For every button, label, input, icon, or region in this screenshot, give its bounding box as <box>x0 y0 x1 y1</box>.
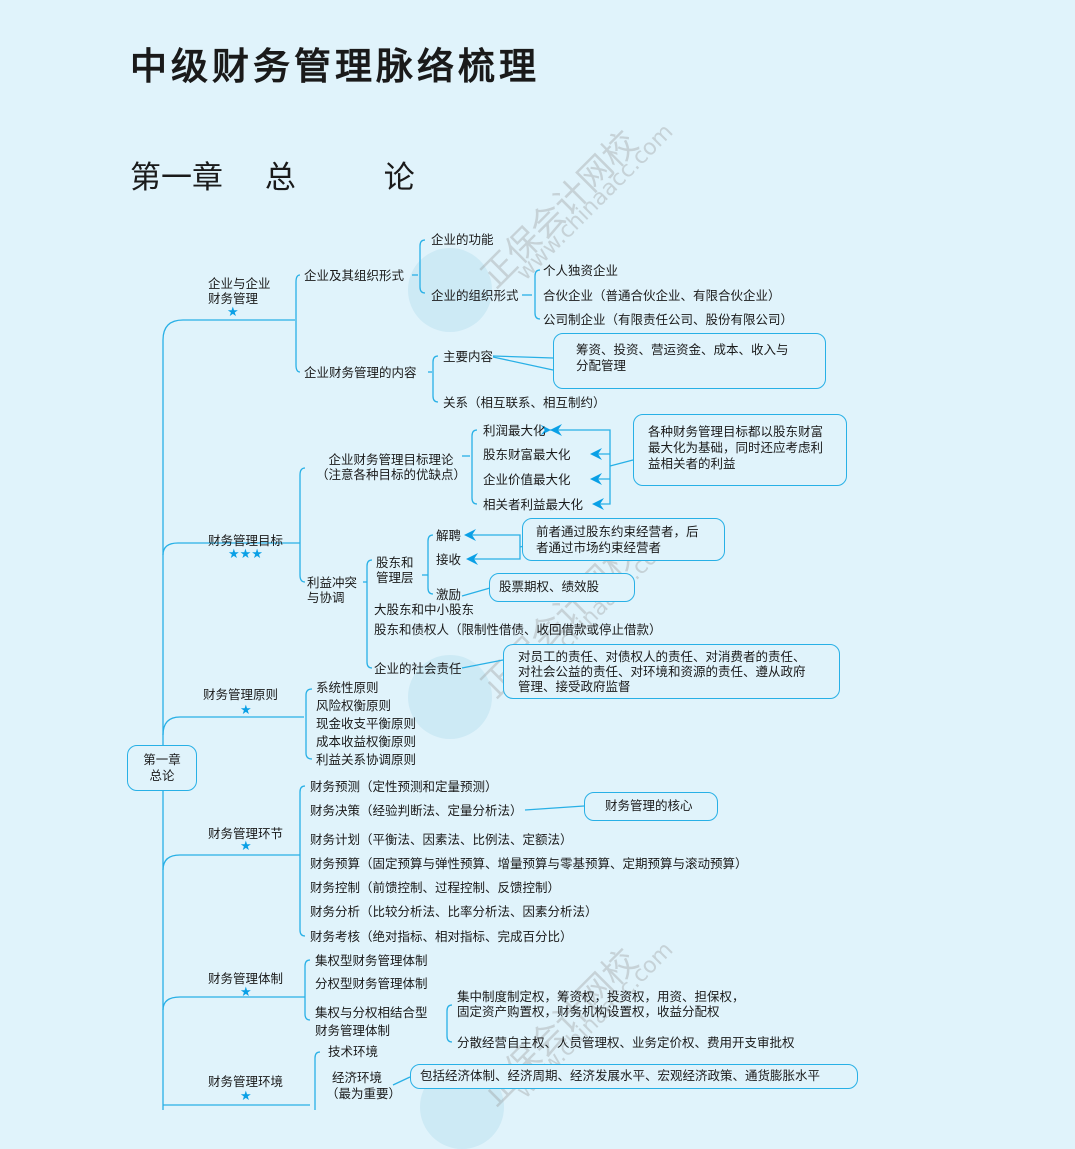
node-mixed-label-2: 财务管理体制 <box>315 1023 391 1038</box>
node-mixed-system[interactable]: 集权与分权相结合型 财务管理体制 <box>315 1004 428 1040</box>
branch-principles[interactable]: 财务管理原则 <box>203 687 279 702</box>
chapter-name-part1: 总 <box>264 160 296 196</box>
list-item[interactable]: 合伙企业（普通合伙企业、有限合伙企业） <box>543 288 781 303</box>
list-item[interactable]: 解聘 <box>436 528 462 543</box>
note-line: 对员工的责任、对债权人的责任、对消费者的责任、 <box>518 649 806 664</box>
note-line: 者通过市场约束经营者 <box>536 540 662 555</box>
list-item[interactable]: 财务预测（定性预测和定量预测） <box>310 779 498 794</box>
node-enterprise-function[interactable]: 企业的功能 <box>431 232 494 247</box>
star-rating: ★★★ <box>228 547 263 562</box>
note-line: 分配管理 <box>576 358 627 373</box>
node-conflict-label-1: 利益冲突 <box>307 575 358 590</box>
list-item[interactable]: 集权型财务管理体制 <box>315 953 428 968</box>
node-goal-theory[interactable]: 企业财务管理目标理论 （注意各种目标的优缺点） <box>316 452 466 482</box>
note-line: 各种财务管理目标都以股东财富 <box>648 424 824 439</box>
star-rating: ★ <box>240 703 252 718</box>
note-economic-env: 包括经济体制、经济周期、经济发展水平、宏观经济政策、通货膨胀水平 <box>410 1064 858 1089</box>
star-rating: ★ <box>227 305 239 320</box>
connector-lines <box>162 239 634 1110</box>
branch-goals[interactable]: 财务管理目标 <box>208 533 284 548</box>
note-line: 最大化为基础，同时还应考虑利 <box>648 440 824 455</box>
note-line: 包括经济体制、经济周期、经济发展水平、宏观经济政策、通货膨胀水平 <box>420 1068 821 1083</box>
branch-environment[interactable]: 财务管理环境 <box>208 1074 284 1089</box>
list-item[interactable]: 现金收支平衡原则 <box>316 716 417 731</box>
list-item[interactable]: 财务分析（比较分析法、比率分析法、因素分析法） <box>310 904 598 919</box>
note-goal-theory: 各种财务管理目标都以股东财富 最大化为基础，同时还应考虑利 益相关者的利益 <box>633 414 847 486</box>
branch-steps[interactable]: 财务管理环节 <box>208 826 284 841</box>
note-line: 股票期权、绩效股 <box>499 579 600 594</box>
node-central-line-2: 固定资产购置权，财务机构设置权，收益分配权 <box>457 1004 720 1019</box>
list-item[interactable]: 财务控制（前馈控制、过程控制、反馈控制） <box>310 880 561 895</box>
star-rating: ★ <box>240 985 252 1000</box>
node-org-type[interactable]: 企业的组织形式 <box>431 288 519 303</box>
node-fm-content[interactable]: 企业财务管理的内容 <box>304 365 417 380</box>
list-item[interactable]: 接收 <box>436 552 462 567</box>
list-item[interactable]: 财务考核（绝对指标、相对指标、完成百分比） <box>310 929 573 944</box>
node-mixed-label-1: 集权与分权相结合型 <box>315 1005 428 1020</box>
list-item[interactable]: 激励 <box>436 587 462 602</box>
root-label-line2: 总论 <box>149 768 175 783</box>
note-main-content: 筹资、投资、营运资金、成本、收入与 分配管理 <box>553 333 826 389</box>
list-item[interactable]: 财务预算（固定预算与弹性预算、增量预算与零基预算、定期预算与滚动预算） <box>310 856 748 871</box>
list-item[interactable]: 利润最大化 <box>483 423 546 438</box>
list-item[interactable]: 个人独资企业 <box>543 263 619 278</box>
arrow-heads <box>464 424 604 565</box>
list-item[interactable]: 公司制企业（有限责任公司、股份有限公司） <box>543 312 794 327</box>
star-rating: ★ <box>240 1089 252 1104</box>
node-conflict-label-2: 与协调 <box>307 590 345 605</box>
node-conflict[interactable]: 利益冲突 与协调 <box>307 575 357 605</box>
node-goal-theory-label-1: 企业财务管理目标理论 <box>328 452 454 467</box>
node-shareholder-label-1: 股东和 <box>376 555 414 570</box>
note-line: 财务管理的核心 <box>605 798 693 813</box>
note-line: 筹资、投资、营运资金、成本、收入与 <box>576 342 789 357</box>
chapter-title: 第一章 总 论 <box>130 152 415 197</box>
branch-enterprise[interactable]: 企业与企业 财务管理 <box>208 276 271 306</box>
note-line: 管理、接受政府监督 <box>518 679 631 694</box>
page-title: 中级财务管理脉络梳理 <box>130 45 540 88</box>
list-item[interactable]: 相关者利益最大化 <box>483 497 584 512</box>
node-shareholder-label-2: 管理层 <box>376 570 414 585</box>
root-node[interactable]: 第一章 总论 <box>127 745 197 791</box>
node-main-content[interactable]: 主要内容 <box>443 349 494 364</box>
node-creditors[interactable]: 股东和债权人（限制性借债、收回借款或停止借款） <box>374 622 662 637</box>
list-item[interactable]: 分权型财务管理体制 <box>315 976 428 991</box>
chapter-number: 第一章 <box>130 160 223 196</box>
node-economic-label-1: 经济环境 <box>332 1070 383 1085</box>
node-tech-env[interactable]: 技术环境 <box>328 1044 379 1059</box>
note-decision-core: 财务管理的核心 <box>584 792 718 821</box>
note-social-responsibility: 对员工的责任、对债权人的责任、对消费者的责任、 对社会公益的责任、对环境和资源的… <box>503 644 840 699</box>
star-rating: ★ <box>240 839 252 854</box>
node-major-minor[interactable]: 大股东和中小股东 <box>374 602 475 617</box>
node-shareholder-mgmt[interactable]: 股东和 管理层 <box>376 555 414 585</box>
list-item[interactable]: 系统性原则 <box>316 680 379 695</box>
branch-enterprise-label-2: 财务管理 <box>208 291 259 306</box>
node-org-forms[interactable]: 企业及其组织形式 <box>304 268 405 283</box>
list-item[interactable]: 股东财富最大化 <box>483 447 571 462</box>
note-line: 对社会公益的责任、对环境和资源的责任、遵从政府 <box>518 664 806 679</box>
node-social-responsibility[interactable]: 企业的社会责任 <box>374 661 462 676</box>
note-dismiss-takeover: 前者通过股东约束经营者，后 者通过市场约束经营者 <box>522 518 725 561</box>
list-item[interactable]: 财务计划（平衡法、因素法、比例法、定额法） <box>310 832 573 847</box>
chapter-name-part2: 论 <box>383 160 415 196</box>
list-item[interactable]: 风险权衡原则 <box>316 698 392 713</box>
node-economic-env[interactable]: 经济环境 （最为重要） <box>326 1070 401 1102</box>
note-line: 前者通过股东约束经营者，后 <box>536 524 699 539</box>
note-incentive: 股票期权、绩效股 <box>489 573 635 602</box>
node-central-line-1: 集中制度制定权，筹资权，投资权，用资、担保权， <box>457 989 745 1004</box>
branch-system[interactable]: 财务管理体制 <box>208 971 284 986</box>
node-centralized-powers[interactable]: 集中制度制定权，筹资权，投资权，用资、担保权， 固定资产购置权，财务机构设置权，… <box>457 989 745 1019</box>
branch-enterprise-label-1: 企业与企业 <box>208 276 271 291</box>
note-line: 益相关者的利益 <box>648 456 736 471</box>
node-economic-label-2: （最为重要） <box>326 1086 402 1101</box>
list-item[interactable]: 财务决策（经验判断法、定量分析法） <box>310 803 523 818</box>
node-decentralized-powers[interactable]: 分散经营自主权、人员管理权、业务定价权、费用开支审批权 <box>457 1035 795 1050</box>
list-item[interactable]: 企业价值最大化 <box>483 472 571 487</box>
root-label-line1: 第一章 <box>143 752 181 767</box>
node-relation[interactable]: 关系（相互联系、相互制约） <box>443 395 606 410</box>
list-item[interactable]: 成本收益权衡原则 <box>316 734 417 749</box>
node-goal-theory-label-2: （注意各种目标的优缺点） <box>316 467 467 482</box>
list-item[interactable]: 利益关系协调原则 <box>316 752 417 767</box>
